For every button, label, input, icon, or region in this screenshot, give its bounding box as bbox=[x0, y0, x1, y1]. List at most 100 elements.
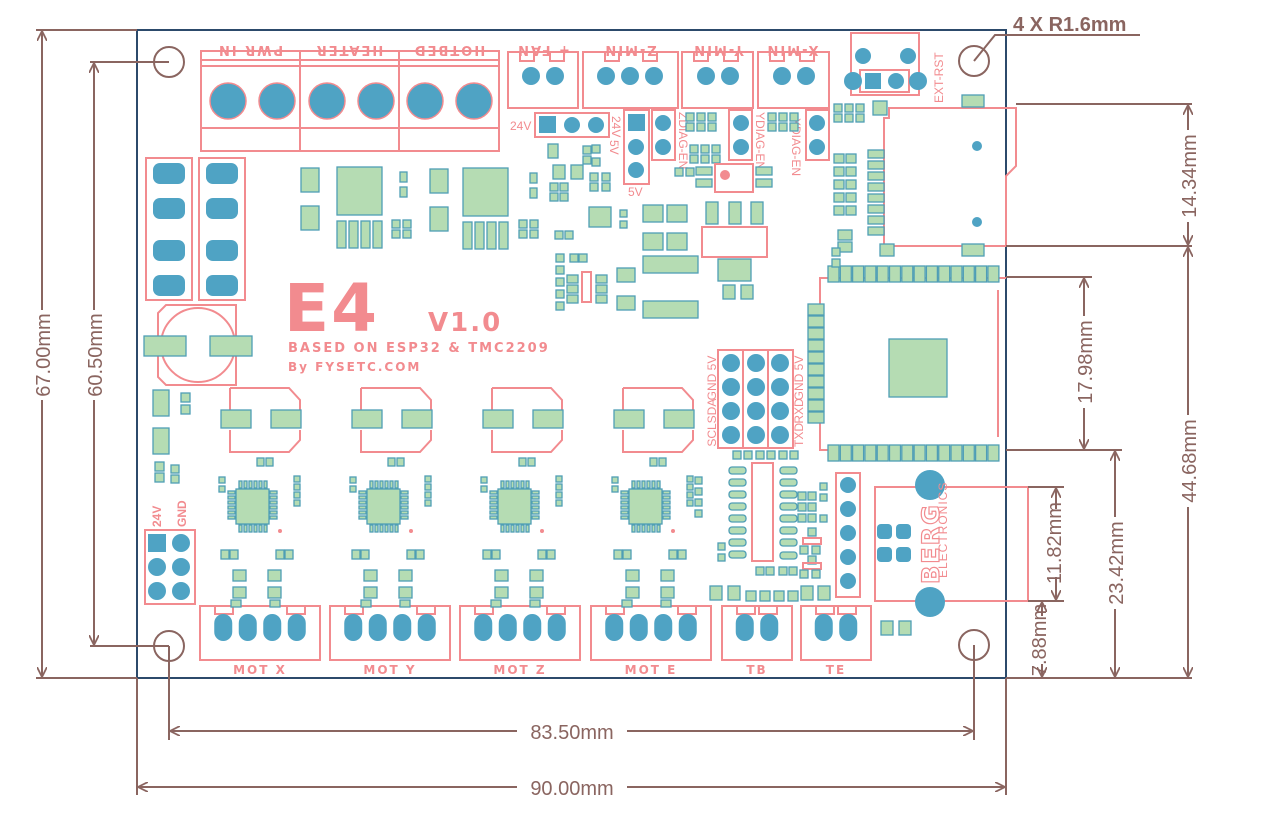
sense-res-pad bbox=[267, 586, 282, 599]
res-pad bbox=[415, 549, 425, 560]
pad bbox=[230, 599, 242, 608]
res-pad bbox=[424, 499, 432, 507]
connector-outline bbox=[459, 605, 581, 661]
chip-pin bbox=[389, 480, 394, 489]
connector-label: MOT Y bbox=[363, 663, 416, 677]
dim-board-height: 67.00mm bbox=[33, 313, 55, 396]
chip-pin bbox=[641, 480, 646, 489]
connector-te: TE bbox=[800, 605, 872, 677]
res-pad bbox=[220, 549, 230, 560]
chip-pin bbox=[500, 524, 505, 533]
esp32-pad bbox=[974, 265, 988, 283]
esp32-pad bbox=[888, 265, 902, 283]
connector-mot-z: MOT Z bbox=[459, 605, 581, 677]
esp32-pad bbox=[807, 327, 825, 340]
esp32-pad bbox=[807, 351, 825, 364]
chip-pin bbox=[520, 480, 525, 489]
chip-pin bbox=[641, 524, 646, 533]
connector-pin bbox=[417, 614, 436, 641]
chip-pin bbox=[389, 524, 394, 533]
chip-pin bbox=[636, 480, 641, 489]
latch bbox=[815, 605, 835, 615]
chip-pin bbox=[515, 524, 520, 533]
esp32-pad bbox=[962, 444, 975, 462]
chip-pin bbox=[400, 515, 409, 520]
connector-pin bbox=[839, 614, 858, 641]
latch bbox=[605, 605, 625, 615]
connector-pin bbox=[263, 614, 282, 641]
label-ext-rst: EXT-RST bbox=[932, 52, 946, 103]
chip-pin bbox=[358, 495, 367, 500]
connector-label: TB bbox=[746, 663, 767, 677]
esp32-pad bbox=[827, 265, 840, 283]
chip-pin bbox=[263, 480, 268, 489]
i2c-pin-label: SCL bbox=[705, 423, 719, 447]
sense-res-pad bbox=[363, 586, 378, 599]
pad bbox=[660, 599, 672, 608]
board-name: E4 bbox=[284, 270, 379, 347]
pad bbox=[360, 599, 372, 608]
power-out-header bbox=[144, 529, 196, 605]
left-small-parts bbox=[152, 389, 191, 484]
connector-outline bbox=[721, 605, 793, 661]
chip-pin bbox=[253, 480, 258, 489]
chip-pin bbox=[374, 480, 379, 489]
stepper-driver bbox=[480, 387, 564, 599]
sense-res-pad bbox=[267, 569, 282, 582]
res-pad bbox=[686, 483, 694, 491]
esp32-pad bbox=[974, 444, 988, 462]
cap-pad bbox=[611, 476, 619, 484]
res-pad bbox=[546, 549, 556, 560]
connector-pin bbox=[678, 614, 697, 641]
chip-pin bbox=[248, 480, 253, 489]
sense-res-pad bbox=[529, 569, 544, 582]
chip-pin bbox=[631, 480, 636, 489]
fan-connector bbox=[507, 51, 579, 109]
sense-res-pad bbox=[660, 569, 675, 582]
res-pad bbox=[293, 491, 301, 499]
cap-pad bbox=[518, 457, 527, 467]
dim-right-stack-height: 44.68mm bbox=[1179, 419, 1201, 502]
chip-pin bbox=[384, 524, 389, 533]
dim-sd-card-height: 14.34mm bbox=[1179, 134, 1201, 217]
pin1-dot bbox=[671, 529, 675, 533]
label-xdiag-en: XDIAG-EN bbox=[789, 118, 803, 176]
sense-res-pad bbox=[398, 586, 413, 599]
chip-pin bbox=[531, 500, 540, 505]
chip-pin bbox=[269, 500, 278, 505]
connector-pin bbox=[760, 614, 779, 641]
uart-pin-label: RXD bbox=[792, 398, 806, 424]
esp32-pad bbox=[876, 265, 889, 283]
inductor-outline bbox=[491, 387, 563, 453]
chip-pin bbox=[620, 510, 629, 515]
esp32-pad bbox=[950, 265, 963, 283]
chip-pin bbox=[489, 495, 498, 500]
mounting-hole-tr bbox=[958, 45, 990, 77]
connector-pin bbox=[629, 614, 648, 641]
esp32-pad bbox=[807, 375, 825, 388]
esp32-pad bbox=[827, 444, 840, 462]
i2c-uart-header bbox=[717, 349, 794, 449]
inductor-pad bbox=[482, 409, 514, 429]
chip-pin bbox=[358, 505, 367, 510]
latch bbox=[677, 605, 697, 615]
esp32-pad bbox=[807, 363, 825, 376]
connector-tb: TB bbox=[721, 605, 793, 677]
connector-label: TE bbox=[826, 663, 846, 677]
inductor-pad bbox=[220, 409, 252, 429]
label-x-min: X-MIN bbox=[765, 42, 818, 57]
esp32-pad bbox=[987, 444, 1000, 462]
chip-pin bbox=[651, 524, 656, 533]
tmc2209-chip bbox=[235, 488, 270, 525]
chip-pin bbox=[258, 480, 263, 489]
stepper-driver bbox=[218, 387, 302, 599]
chip-pin bbox=[510, 524, 515, 533]
chip-pin bbox=[505, 524, 510, 533]
pin1-dot bbox=[540, 529, 544, 533]
screw-terminals bbox=[200, 50, 500, 152]
inductor-pad bbox=[613, 409, 645, 429]
inductor-outline bbox=[622, 387, 694, 453]
small-passives-top bbox=[674, 100, 888, 193]
